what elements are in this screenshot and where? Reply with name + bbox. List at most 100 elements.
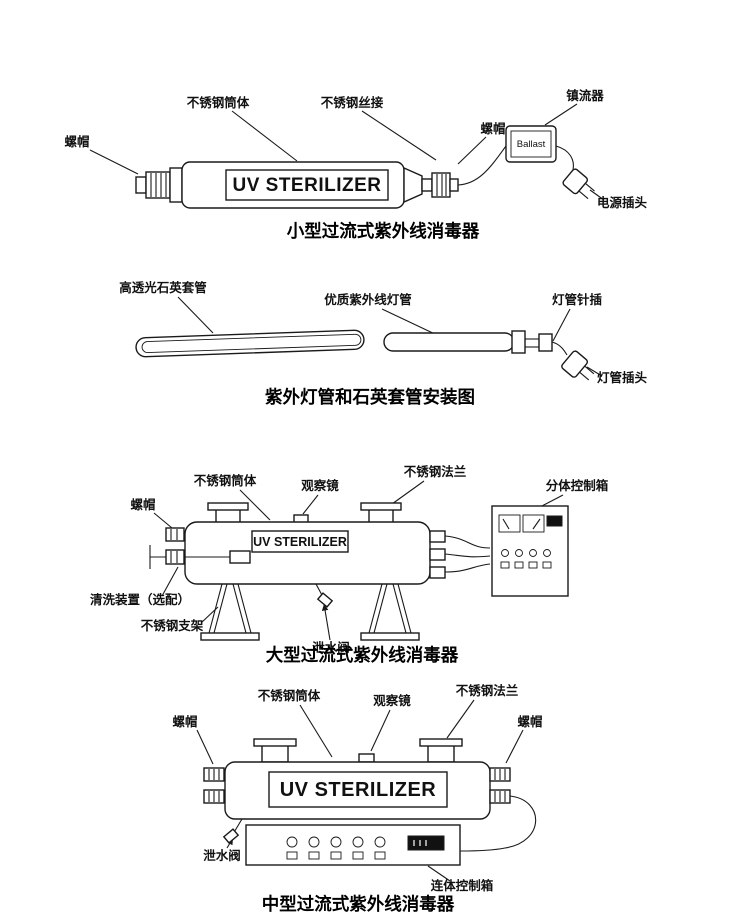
outlet-flange	[419, 738, 463, 747]
label-power-plug: 电源插头	[597, 195, 648, 210]
indicator-light	[515, 549, 523, 557]
inlet-flange	[207, 502, 249, 511]
leader-line	[589, 189, 605, 201]
right-stub	[449, 178, 459, 192]
switch	[308, 851, 320, 860]
uv-sterilizer-nameplate	[225, 169, 389, 201]
display	[546, 515, 563, 527]
outlet-flange	[360, 502, 402, 511]
leader-line	[153, 512, 173, 529]
indicator-light	[352, 836, 364, 848]
power-plug	[562, 168, 595, 200]
label-stainless-body: 不锈钢筒体	[258, 688, 321, 703]
label-lamp-plug: 灯管插头	[597, 370, 648, 385]
left-end-pipe	[135, 176, 147, 194]
indicator-light	[529, 549, 537, 557]
leader-line	[457, 136, 487, 165]
label-ballast: 镇流器	[566, 88, 604, 103]
medium-device-drawing: UV STERILIZER	[203, 738, 537, 866]
switch	[542, 561, 552, 569]
label-nut-left: 螺帽	[172, 714, 197, 729]
lamp-wire	[444, 535, 491, 549]
inlet-pipe	[261, 744, 289, 763]
label-flange: 不锈钢法兰	[456, 683, 519, 698]
indicator-light	[543, 549, 551, 557]
label-uv-lamp: 优质紫外线灯管	[324, 292, 412, 307]
leg-base-left	[200, 632, 260, 641]
switch	[514, 561, 524, 569]
leader-line	[391, 480, 425, 505]
label-bracket: 不锈钢支架	[141, 618, 204, 633]
small-caption: 小型过流式紫外线消毒器	[287, 221, 480, 241]
inlet-flange	[253, 738, 297, 747]
label-lamp-pin: 灯管针插	[552, 292, 603, 307]
lamp-gland-2	[429, 548, 446, 561]
label-wire-joint: 不锈钢丝接	[321, 95, 384, 110]
label-stainless-body: 不锈钢筒体	[194, 473, 257, 488]
power-cord	[555, 145, 574, 171]
lamp-caption: 紫外灯管和石英套管安装图	[265, 387, 475, 407]
switch	[286, 851, 298, 860]
label-nut-right: 螺帽	[517, 714, 542, 729]
uv-sterilizer-text: UV STERILIZER	[232, 175, 381, 196]
switch	[528, 561, 538, 569]
leader-line	[586, 366, 603, 377]
label-flange: 不锈钢法兰	[404, 464, 467, 479]
switch	[374, 851, 386, 860]
large-caption: 大型过流式紫外线消毒器	[266, 645, 459, 665]
leader-line	[302, 494, 319, 515]
sight-glass-port	[358, 753, 375, 763]
indicator-light	[330, 836, 342, 848]
leader-line	[177, 296, 214, 334]
leader-line	[505, 729, 524, 764]
uv-sterilizer-nameplate	[268, 771, 448, 808]
lamp-assembly-section: 高透光石英套管 优质紫外线灯管 灯管针插 灯管插头 紫外灯管和石英套管安装图	[119, 280, 647, 407]
meter-1	[498, 514, 521, 533]
inlet-pipe	[215, 508, 241, 524]
label-nut-left: 螺帽	[64, 134, 89, 149]
leader-line	[427, 865, 451, 882]
leader-line	[544, 103, 578, 126]
uv-sterilizer-nameplate	[251, 530, 349, 553]
left-nut-upper	[165, 527, 185, 542]
lamp-wire	[444, 553, 491, 558]
leader-line	[446, 699, 475, 739]
label-nut: 螺帽	[130, 497, 155, 512]
drain-valve	[316, 592, 334, 608]
uv-lamp-drawing	[383, 330, 595, 381]
control-wire	[459, 795, 537, 852]
leader-line	[196, 729, 214, 765]
leader-line	[361, 110, 437, 161]
lamp-wire	[444, 563, 491, 573]
lamp-gland-3	[429, 566, 446, 579]
leader-line	[381, 308, 438, 336]
leader-line	[370, 709, 391, 752]
lamp-gland-1	[429, 530, 446, 543]
left-nut-lower	[165, 549, 185, 565]
outlet-pipe	[427, 744, 455, 763]
right-nut	[431, 172, 451, 198]
large-device-drawing: UV STERILIZER	[149, 502, 569, 641]
switch	[330, 851, 342, 860]
ballast-wire	[457, 145, 507, 186]
right-cone	[403, 166, 423, 204]
label-sight-glass: 观察镜	[373, 693, 411, 708]
quartz-sleeve-drawing	[135, 329, 365, 358]
indicator-light	[286, 836, 298, 848]
uv-sterilizer-text: UV STERILIZER	[280, 779, 437, 801]
leader-line	[299, 704, 333, 758]
label-sight-glass: 观察镜	[301, 478, 339, 493]
medium-sterilizer-section: 不锈钢筒体 观察镜 不锈钢法兰 螺帽 螺帽 泄水阀 连体控制箱 UV STERI…	[172, 683, 542, 914]
label-drain-valve: 泄水阀	[203, 848, 241, 863]
label-cleaning-device: 清洗装置（选配）	[90, 592, 190, 607]
ballast-box-inner	[510, 130, 552, 158]
switch	[352, 851, 364, 860]
leader-line	[161, 566, 179, 597]
wiper-block	[229, 550, 251, 564]
lamp-tube	[383, 332, 515, 352]
indicator-light	[374, 836, 386, 848]
lamp-plug	[561, 350, 595, 381]
ballast-box	[505, 125, 557, 163]
